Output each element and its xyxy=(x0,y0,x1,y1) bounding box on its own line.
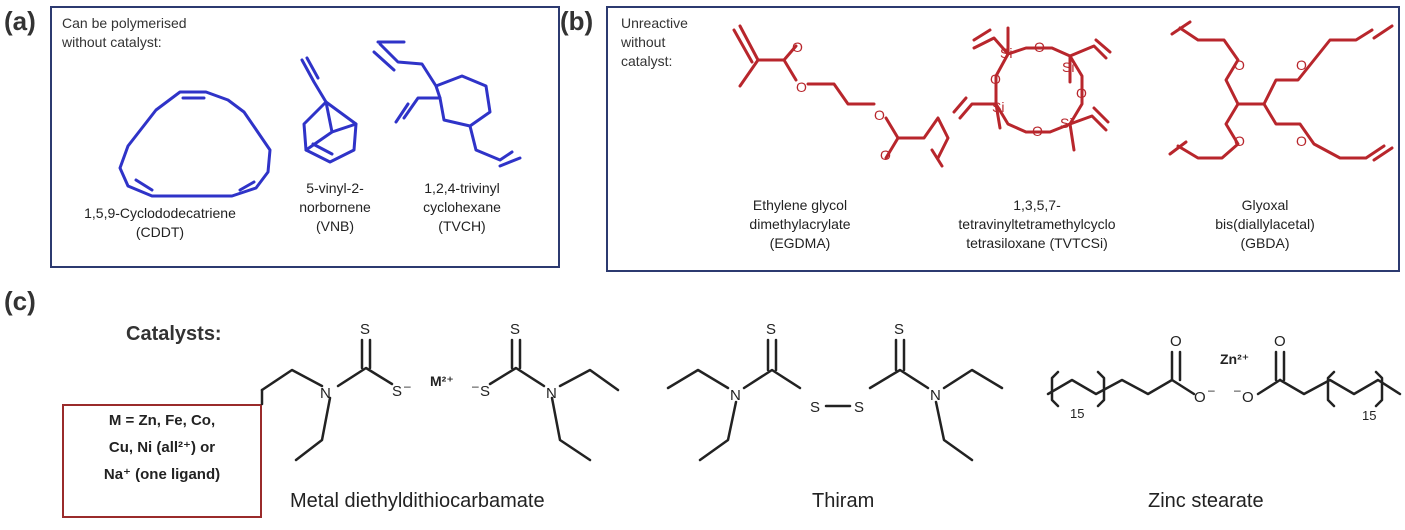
atom-si-1: Si xyxy=(1000,45,1012,61)
atom-o-11: O xyxy=(1296,57,1307,73)
panel-c-letter: (c) xyxy=(4,286,36,316)
atom-o-7: O xyxy=(1032,123,1043,139)
panel-b-atom-labels: O O O O Si O Si O Si O Si O O O O O xyxy=(792,39,1307,163)
gbda-structure xyxy=(1168,20,1394,162)
atom-si-4: Si xyxy=(992,99,1004,115)
atom-s-8: S xyxy=(894,321,904,338)
atom-si-3: Si xyxy=(1060,115,1072,131)
atom-o-c2: O xyxy=(1194,389,1206,406)
zinc-ion-label: Zn²⁺ xyxy=(1220,351,1249,367)
atom-si-2: Si xyxy=(1062,59,1074,75)
atom-s-5: S xyxy=(766,321,776,338)
atom-s-6: S xyxy=(810,399,820,416)
vnb-name: 5-vinyl-2- norbornene (VNB) xyxy=(299,180,371,234)
atom-o-8: O xyxy=(990,71,1001,87)
atom-o-4: O xyxy=(880,147,891,163)
tvtcsi-structure xyxy=(952,26,1112,152)
egdma-structure xyxy=(732,24,950,168)
metal-ion-label: M²⁺ xyxy=(430,373,454,389)
atom-o-6: O xyxy=(1076,85,1087,101)
panel-a-heading: Can be polymerised without catalyst: xyxy=(62,15,187,50)
atom-o-10: O xyxy=(1234,133,1245,149)
atom-n-2: N xyxy=(546,385,557,402)
atom-o-c1: O xyxy=(1170,333,1182,350)
anion-sign-4: – xyxy=(1234,383,1241,397)
atom-o-c4: O xyxy=(1274,333,1286,350)
atom-s-1: S xyxy=(360,321,370,338)
thiram-structure xyxy=(666,338,1004,462)
gbda-name: Glyoxal bis(diallylacetal) (GBDA) xyxy=(1215,197,1315,251)
dtc-ligand-left xyxy=(260,338,394,462)
metal-dtc-name: Metal diethyldithiocarbamate xyxy=(290,490,545,512)
atom-o-12: O xyxy=(1296,133,1307,149)
atom-n-3: N xyxy=(730,387,741,404)
atom-n-1: N xyxy=(320,385,331,402)
zinc-stearate-structure xyxy=(1046,350,1402,408)
panel-c-atom-labels: S N S – M²⁺ – S S N S N S S S N 15 O O –… xyxy=(320,321,1376,423)
metal-options-box: M = Zn, Fe, Co, Cu, Ni (all²⁺) or Na⁺ (o… xyxy=(62,404,262,518)
atom-o-9: O xyxy=(1234,57,1245,73)
egdma-name: Ethylene glycol dimethylacrylate (EGDMA) xyxy=(749,197,851,251)
metal-options-line-2: Cu, Ni (all²⁺) or xyxy=(108,439,216,456)
panel-b-heading: Unreactive without catalyst: xyxy=(621,15,688,69)
tvch-structure xyxy=(372,40,522,168)
anion-sign-2: – xyxy=(472,379,479,393)
atom-s-7: S xyxy=(854,399,864,416)
thiram-name: Thiram xyxy=(812,490,875,512)
repeat-count-1: 15 xyxy=(1070,406,1084,421)
dtc-ligand-right xyxy=(488,338,620,462)
zinc-stearate-name: Zinc stearate xyxy=(1148,490,1264,512)
metal-options-line-3: Na⁺ (one ligand) xyxy=(103,466,221,483)
atom-s-4: S xyxy=(510,321,520,338)
atom-o-5: O xyxy=(1034,39,1045,55)
atom-s-3: S xyxy=(480,383,490,400)
repeat-count-2: 15 xyxy=(1362,408,1376,423)
atom-s-2: S xyxy=(392,383,402,400)
cddt-name: 1,5,9-Cyclododecatriene (CDDT) xyxy=(84,205,236,240)
catalysts-label: Catalysts: xyxy=(126,323,222,345)
atom-n-4: N xyxy=(930,387,941,404)
atom-o-3: O xyxy=(874,107,885,123)
atom-o-1: O xyxy=(792,39,803,55)
tvch-name: 1,2,4-trivinyl cyclohexane (TVCH) xyxy=(423,180,501,234)
atom-o-c3: O xyxy=(1242,389,1254,406)
tvtcsi-name: 1,3,5,7- tetravinyltetramethylcyclo tetr… xyxy=(958,197,1116,251)
panel-a-letter: (a) xyxy=(4,6,36,36)
anion-sign-3: – xyxy=(1208,383,1215,397)
anion-sign-1: – xyxy=(404,379,411,393)
atom-o-2: O xyxy=(796,79,807,95)
panel-b-letter: (b) xyxy=(560,6,594,36)
cddt-structure xyxy=(118,90,272,198)
vnb-structure xyxy=(300,56,358,164)
metal-options-line-1: M = Zn, Fe, Co, xyxy=(108,412,216,429)
